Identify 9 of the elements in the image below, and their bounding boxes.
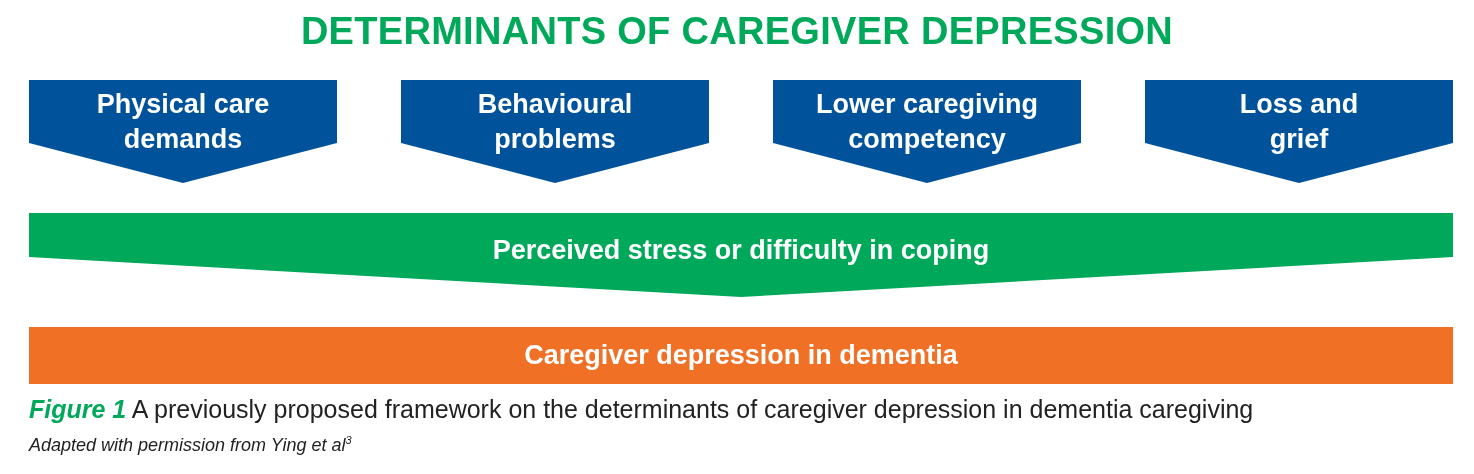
- node-label: Behavioural problems: [477, 88, 633, 156]
- node-label: Lower caregiving competency: [815, 88, 1039, 156]
- node-label: Caregiver depression in dementia: [523, 339, 959, 372]
- source-note: Adapted with permission from Ying et al$^{3}$: [29, 433, 352, 457]
- diagram-title: DETERMINANTS OF CAREGIVER DEPRESSION: [300, 9, 1174, 54]
- node-label: Perceived stress or difficulty in coping: [492, 234, 990, 267]
- node-label: Physical care demands: [96, 88, 270, 156]
- figure-caption: Figure 1 A previously proposed framework on the determinants of caregiver depression in dementia caregiving: [29, 394, 1254, 425]
- node-label: Loss and grief: [1239, 88, 1359, 156]
